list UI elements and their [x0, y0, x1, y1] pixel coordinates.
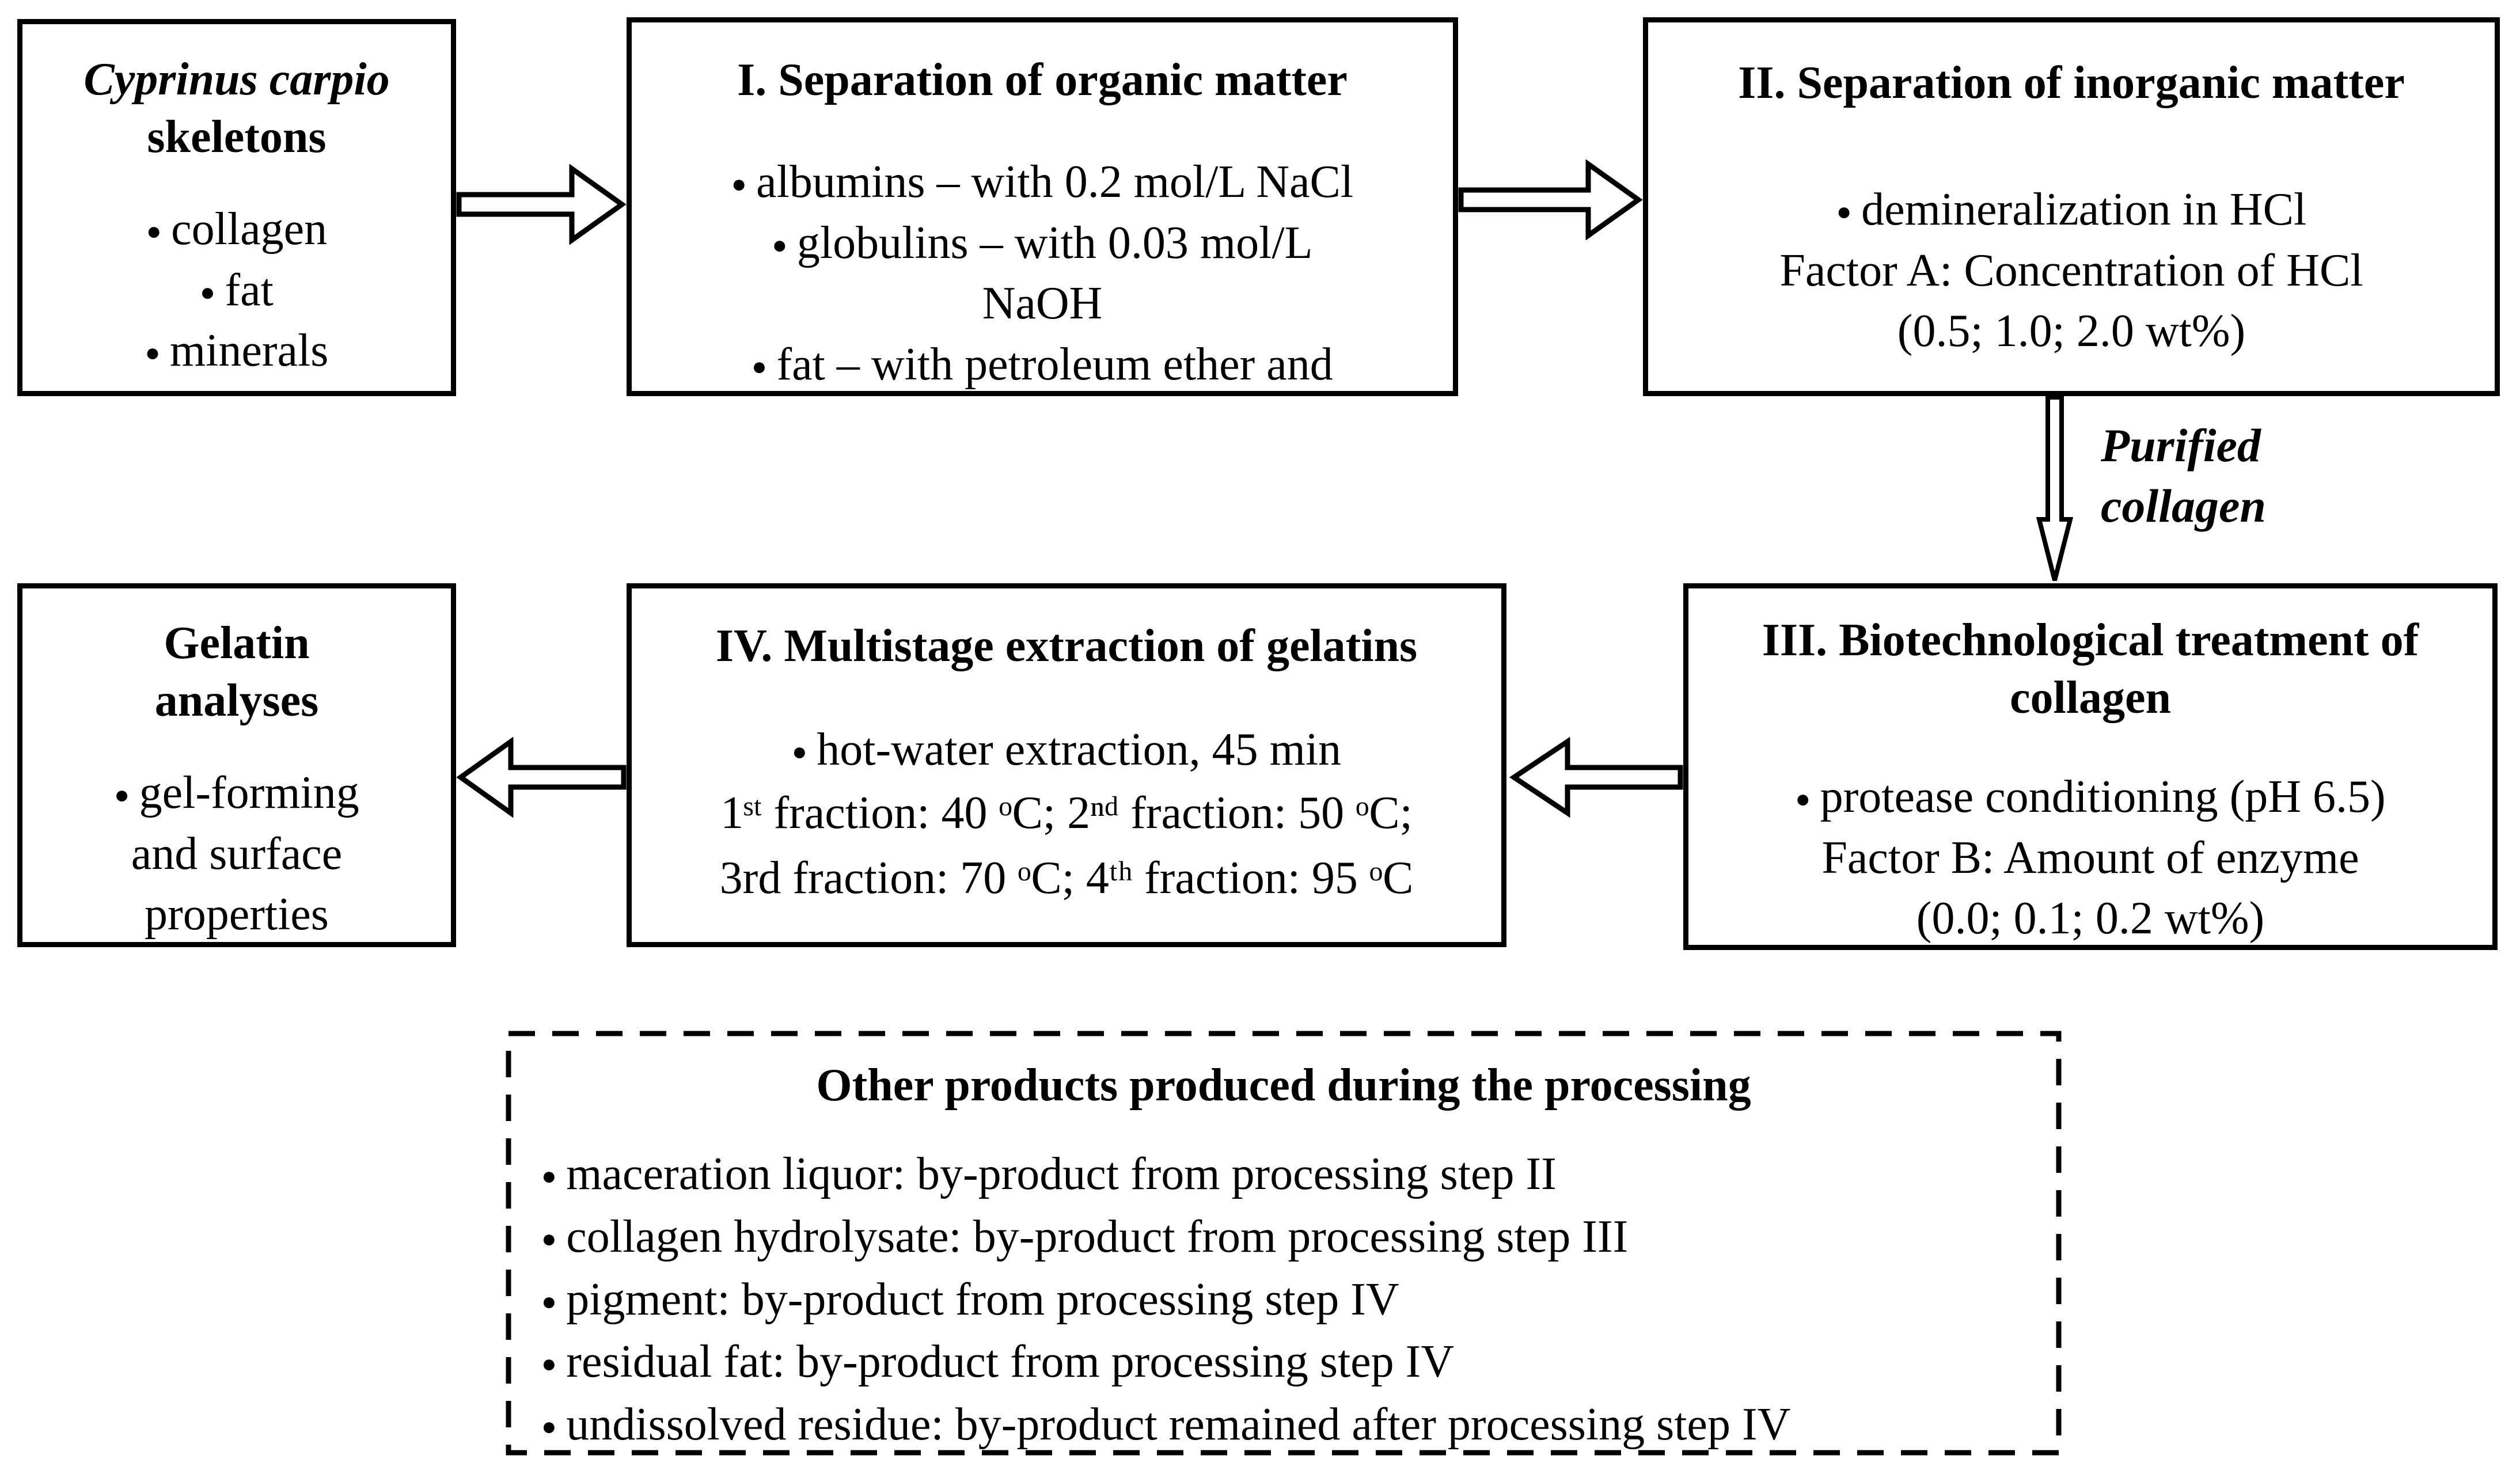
arrow-step1-to-step2 — [1458, 159, 1643, 240]
bullet-icon: ● — [1836, 197, 1852, 226]
arrow-step3-to-step4 — [1509, 737, 1683, 818]
list-item-label: hot-water extraction, 45 min — [817, 724, 1342, 775]
box-step2-inorganic: II. Separation of inorganic matter ● demi… — [1643, 17, 2500, 396]
step3-title: III. Biotechnological treatment of colla… — [1762, 615, 2419, 723]
list-item: ● minerals — [145, 321, 329, 382]
list-item-label: demineralization in HCl — [1861, 184, 2307, 235]
list-item-label: gel-forming and surface properties — [131, 768, 359, 940]
other-products-title: Other products produced during the proce… — [816, 1060, 1751, 1111]
bullet-icon: ● — [541, 1287, 557, 1316]
step4-fractions-line1: 1ˢᵗ fraction: 40 ᵒC; 2ⁿᵈ fraction: 50 ᵒC… — [720, 787, 1413, 838]
bullet-icon: ● — [541, 1412, 557, 1441]
list-item-label: globulins – with 0.03 mol/L NaOH — [796, 217, 1313, 329]
list-item: ● maceration liquor: by-product from proc… — [541, 1143, 1790, 1206]
bullet-icon: ● — [200, 278, 215, 306]
bullet-icon: ● — [541, 1350, 557, 1378]
list-item-label: minerals — [169, 325, 329, 377]
bullet-icon: ● — [146, 217, 162, 246]
step4-title: IV. Multistage extraction of gelatins — [715, 621, 1418, 671]
list-item-label: collagen hydrolysate: by-product from pr… — [566, 1211, 1629, 1262]
arrow-step4-to-analyses — [456, 737, 627, 818]
list-item: ● demineralization in HCl — [1779, 180, 2363, 241]
list-item-label: fat – with petroleum ether and — [776, 339, 1333, 390]
analyses-bullet-list: ●gel-forming and surface properties — [114, 763, 359, 945]
box-other-products: Other products produced during the proce… — [506, 1031, 2062, 1456]
list-item: ●gel-forming and surface properties — [114, 763, 359, 945]
bullet-icon: ● — [731, 170, 747, 199]
bullet-icon: ● — [114, 781, 130, 810]
list-item: ● globulins – with 0.03 mol/L NaOH — [731, 213, 1353, 335]
list-item-label: collagen — [171, 204, 328, 254]
skeletons-title: skeletons — [147, 112, 327, 162]
arrow-step2-to-step3 — [2036, 396, 2074, 581]
list-item-label: albumins – with 0.2 mol/L NaCl — [756, 157, 1354, 207]
list-item-label: residual fat: by-product from processing… — [566, 1336, 1455, 1388]
list-item-label: fat — [225, 264, 274, 316]
step1-title: I. Separation of organic matter — [737, 55, 1348, 105]
box-gelatin-analyses: Gelatin analyses ●gel-forming and surfac… — [17, 583, 456, 947]
list-item: ● protease conditioning (pH 6.5) — [1795, 767, 2385, 828]
other-products-bullet-list: ● maceration liquor: by-product from proc… — [506, 1143, 1790, 1456]
bullet-icon: ● — [145, 339, 161, 367]
skeletons-bullet-list: ● collagen ● fat ● minerals — [145, 199, 329, 382]
list-item-label: maceration liquor: by-product from proce… — [566, 1149, 1557, 1199]
step3-body: ● protease conditioning (pH 6.5) Factor B… — [1795, 767, 2385, 949]
arrow-skeletons-to-step1 — [456, 164, 627, 245]
list-item: ● collagen hydrolysate: by-product from p… — [541, 1206, 1790, 1268]
bullet-icon: ● — [791, 738, 807, 766]
bullet-icon: ● — [772, 230, 788, 259]
box-step1-organic: I. Separation of organic matter ● albumin… — [627, 17, 1458, 396]
list-item: ● residual fat: by-product from processin… — [541, 1331, 1790, 1393]
box-step3-biotech: III. Biotechnological treatment of colla… — [1683, 583, 2498, 950]
step2-levels-line: (0.5; 1.0; 2.0 wt%) — [1897, 306, 2246, 357]
list-item: ● albumins – with 0.2 mol/L NaCl — [731, 152, 1353, 213]
bullet-icon: ● — [752, 352, 767, 381]
list-item-label: protease conditioning (pH 6.5) — [1820, 772, 2386, 822]
list-item: ● undissolved residue: by-product remaine… — [541, 1393, 1790, 1456]
bullet-icon: ● — [1795, 785, 1811, 814]
step3-levels-line: (0.0; 0.1; 0.2 wt%) — [1916, 893, 2265, 944]
list-item: ● fat – with petroleum ether and — [731, 335, 1353, 396]
list-item-label: undissolved residue: by-product remained… — [566, 1399, 1791, 1450]
step4-body: ● hot-water extraction, 45 min 1ˢᵗ fracti… — [720, 720, 1414, 911]
box-step4-extraction: IV. Multistage extraction of gelatins ● h… — [627, 583, 1506, 947]
list-item: ● collagen — [145, 199, 329, 260]
step4-fractions-line2: 3rd fraction: 70 ᵒC; 4ᵗʰ fraction: 95 ᵒC — [719, 853, 1414, 904]
step1-bullet-list: ● albumins – with 0.2 mol/L NaCl ● globuli… — [731, 152, 1353, 395]
list-item: ● hot-water extraction, 45 min — [720, 720, 1414, 781]
step3-factor-line: Factor B: Amount of enzyme — [1821, 832, 2359, 883]
list-item-label: pigment: by-product from processing step… — [566, 1274, 1399, 1325]
box-skeletons: Cyprinus carpio skeletons ● collagen ● fat… — [17, 19, 456, 396]
dashed-border — [506, 1031, 2062, 1456]
species-title: Cyprinus carpio — [84, 54, 390, 105]
bullet-icon: ● — [541, 1224, 557, 1253]
step2-title: II. Separation of inorganic matter — [1738, 58, 2405, 108]
purified-collagen-label: Purified collagen — [2101, 419, 2266, 532]
list-item: ● pigment: by-product from processing ste… — [541, 1268, 1790, 1331]
analyses-title: Gelatin analyses — [154, 618, 319, 726]
step2-body: ● demineralization in HCl Factor A: Conce… — [1779, 180, 2363, 362]
list-item: ● fat — [145, 260, 329, 321]
step2-factor-line: Factor A: Concentration of HCl — [1779, 245, 2363, 296]
bullet-icon: ● — [541, 1162, 557, 1191]
